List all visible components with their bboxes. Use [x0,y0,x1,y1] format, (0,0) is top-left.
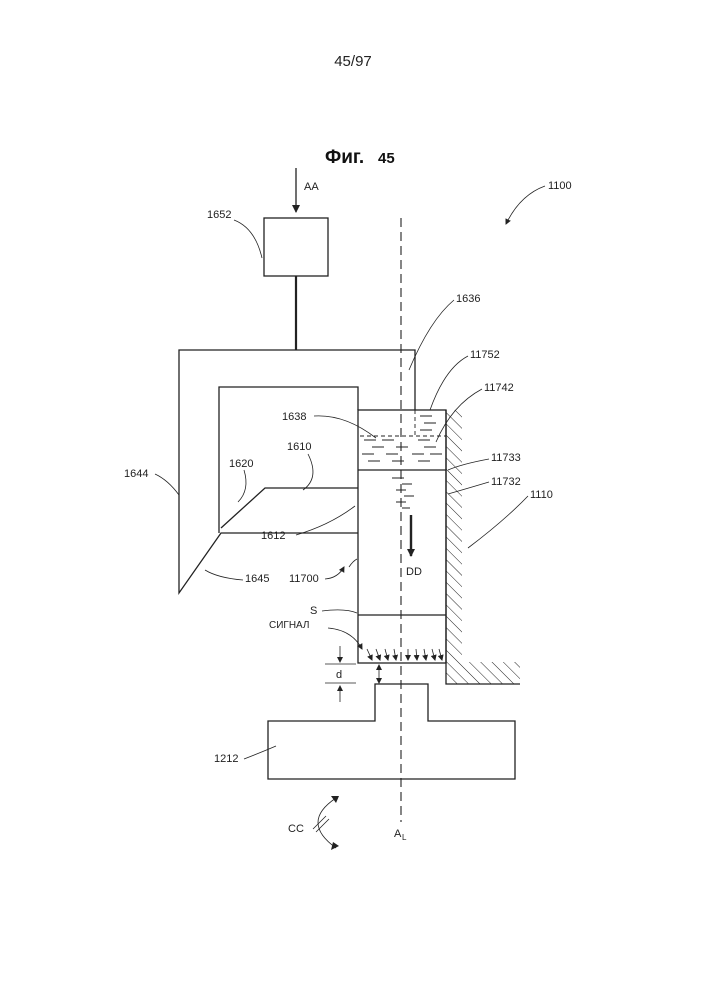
label-1612: 1612 [261,530,285,542]
figure-number: 45 [378,150,395,167]
page-number: 45/97 [334,53,372,70]
liquid-marks [362,416,442,508]
label-s: S [310,605,317,617]
label-signal: СИГНАЛ [269,620,310,631]
label-11733: 11733 [491,452,521,464]
leader-1212 [244,746,276,759]
label-1100: 1100 [548,180,572,192]
leader-1620 [238,470,246,502]
label-cc: CC [288,823,304,835]
label-d: d [336,669,342,681]
figure-title: Фиг. [325,147,364,168]
label-1652: 1652 [207,209,231,221]
leader-1110 [468,496,528,548]
rotation-arc [318,798,336,848]
label-1636: 1636 [456,293,480,305]
leader-1612 [296,506,355,535]
label-1610: 1610 [287,441,311,453]
signal-arrows [367,649,442,660]
leader-1636 [409,300,454,370]
leader-signal [328,628,362,649]
plate-1610 [221,488,358,528]
label-1620: 1620 [229,458,253,470]
label-aa: AA [304,181,319,193]
leader-1652 [234,220,262,258]
label-11700: 11700 [289,573,319,585]
side-wall-hatch [446,410,462,684]
label-1644: 1644 [124,468,148,480]
ground-hatch [462,662,520,684]
base-1212 [268,684,515,779]
label-dd: DD [406,566,422,578]
label-1638: 1638 [282,411,306,423]
label-axis-a: A [394,828,402,840]
leader-11752 [430,356,468,410]
label-axis-sub: L [402,833,407,842]
label-1645: 1645 [245,573,269,585]
leader-s [322,610,357,613]
leader-1610 [303,454,313,490]
leader-1638 [314,416,376,438]
leader-11700 [325,567,344,579]
label-11752: 11752 [470,349,500,361]
box-1652 [264,218,328,276]
label-1212: 1212 [214,753,238,765]
label-11742: 11742 [484,382,514,394]
leader-1644 [155,474,179,495]
leader-1645 [205,570,243,580]
container-11700 [358,410,446,663]
label-1110: 1110 [530,489,553,501]
leader-1100 [506,186,545,224]
label-11732: 11732 [491,476,521,488]
